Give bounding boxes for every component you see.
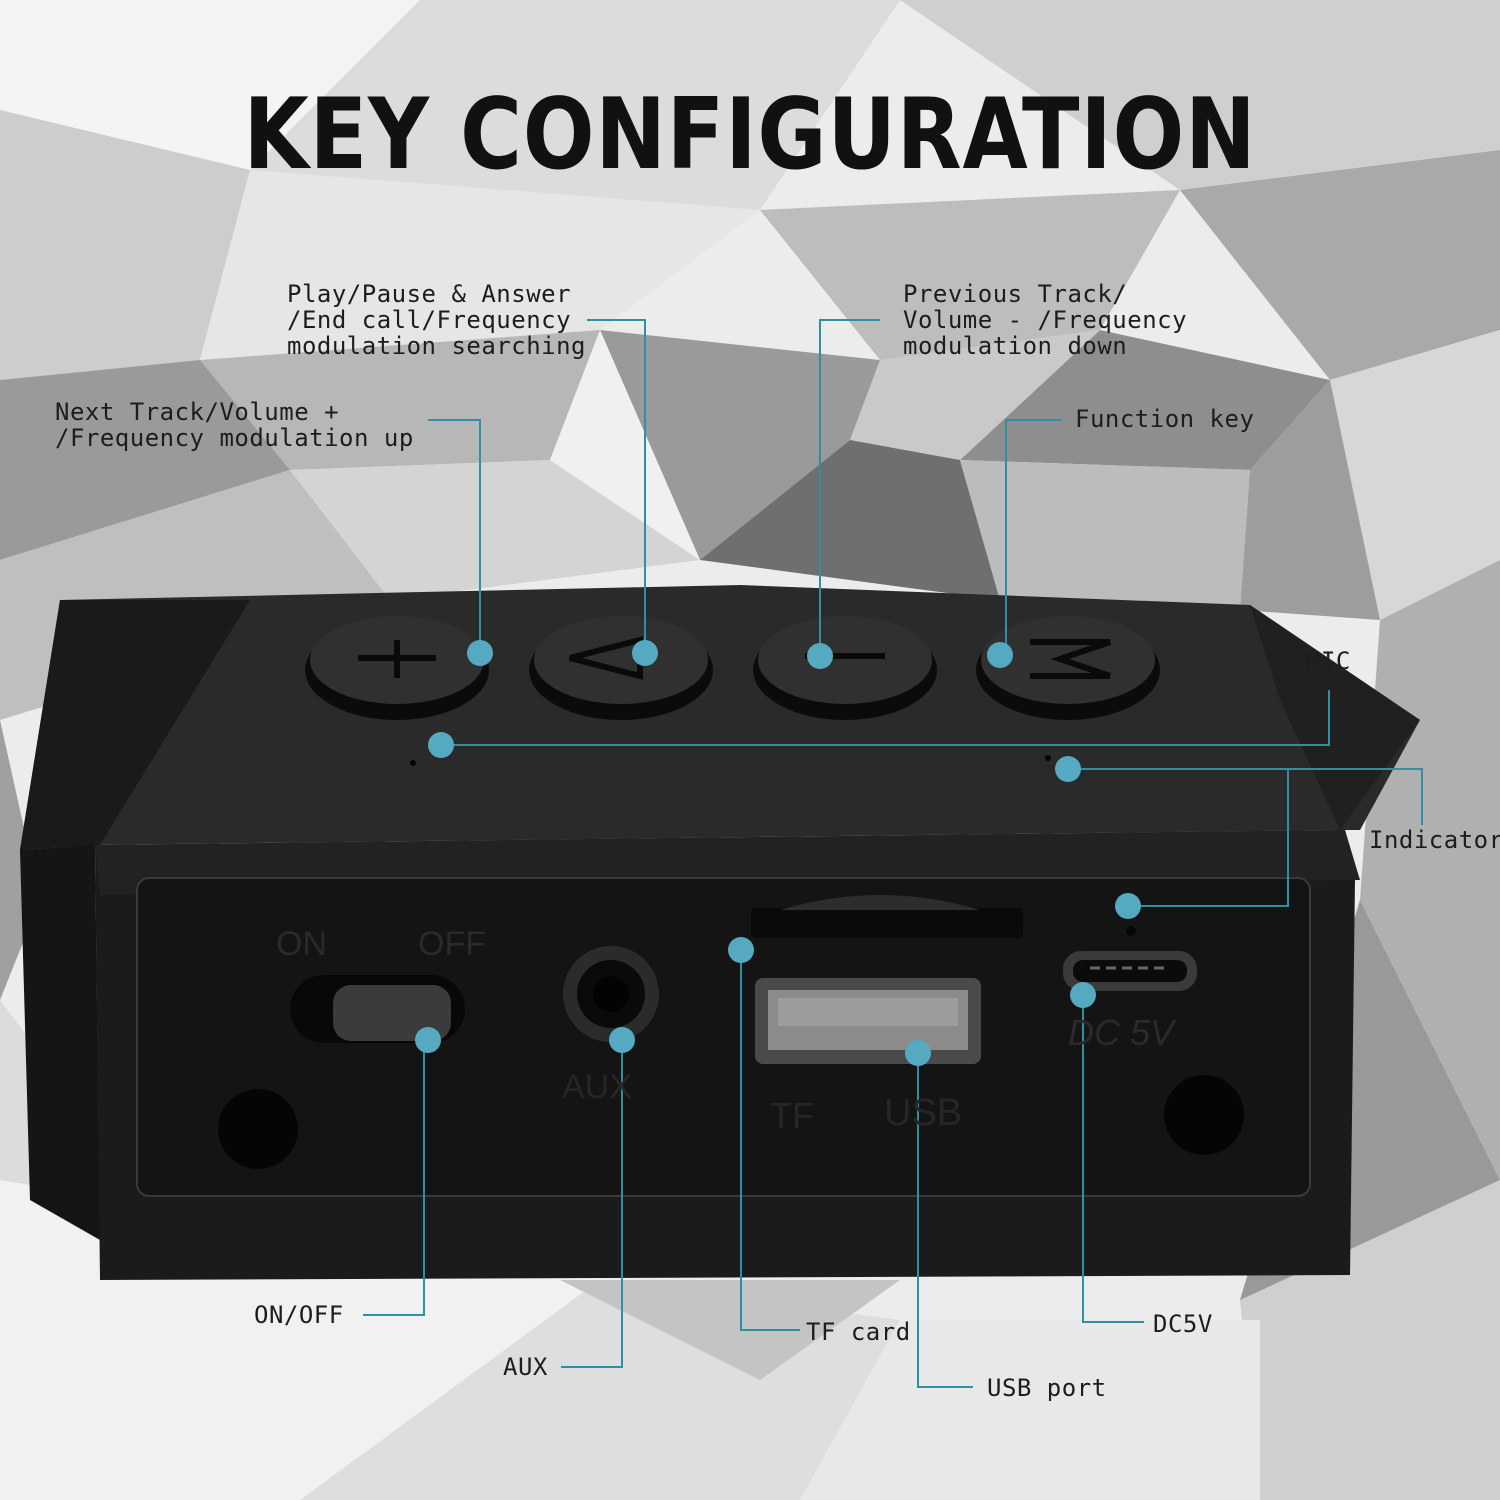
- page-title: KEY CONFIGURATION: [243, 78, 1257, 192]
- previous-track-leader: [819, 319, 880, 656]
- print-on: ON: [276, 925, 327, 963]
- label-next-track-line2: /Frequency modulation up: [55, 424, 414, 452]
- label-tf-card: TF card: [806, 1318, 911, 1346]
- label-play-pause-line1: Play/Pause & Answer: [287, 280, 572, 308]
- label-next-track-line1: Next Track/Volume +: [55, 398, 340, 426]
- marker-previous-track: [807, 643, 833, 669]
- label-play-pause-line2: /End call/Frequency: [287, 306, 572, 334]
- label-previous-track-line3: modulation down: [903, 332, 1128, 360]
- print-usb: USB: [884, 1092, 963, 1134]
- print-off: OFF: [418, 925, 486, 963]
- label-next-track: Next Track/Volume + /Frequency modulatio…: [55, 399, 414, 451]
- marker-play-pause: [632, 640, 658, 666]
- dc5v-leader: [1082, 995, 1144, 1323]
- marker-tf-card: [728, 937, 754, 963]
- label-function-key: Function key: [1075, 405, 1255, 433]
- label-previous-track: Previous Track/ Volume - /Frequency modu…: [903, 281, 1187, 359]
- aux-leader: [561, 1040, 623, 1368]
- marker-on-off: [415, 1027, 441, 1053]
- next-track-leader: [428, 419, 481, 653]
- label-usb-port: USB port: [987, 1374, 1107, 1402]
- marker-function-key: [987, 642, 1013, 668]
- usb-port-leader: [917, 1053, 973, 1388]
- label-dc5v: DC5V: [1153, 1310, 1213, 1338]
- m-icon: [1030, 639, 1111, 679]
- label-indicator: Indicator: [1369, 826, 1500, 854]
- indicator-leader-a: [1068, 768, 1423, 825]
- label-previous-track-line2: Volume - /Frequency: [903, 306, 1188, 334]
- print-dc5v: DC 5V: [1068, 1012, 1175, 1053]
- label-mic: MIC: [1306, 647, 1351, 675]
- play-pause-button: [529, 616, 713, 720]
- marker-dc5v: [1070, 982, 1096, 1008]
- mic-leader: [441, 690, 1330, 746]
- label-aux: AUX: [503, 1353, 548, 1381]
- marker-usb-port: [905, 1040, 931, 1066]
- tf-card-leader: [740, 950, 800, 1331]
- marker-indicator: [1115, 893, 1141, 919]
- label-on-off: ON/OFF: [254, 1301, 344, 1329]
- marker-mic-right: [1055, 756, 1081, 782]
- on-off-leader: [363, 1039, 428, 1316]
- next-track-button: [305, 616, 489, 720]
- plus-icon: [358, 640, 436, 678]
- function-key-button: [976, 616, 1160, 720]
- function-key-leader: [1005, 419, 1062, 655]
- previous-track-button: [753, 616, 937, 720]
- marker-aux: [609, 1027, 635, 1053]
- print-aux: AUX: [562, 1068, 632, 1106]
- label-play-pause-line3: modulation searching: [287, 332, 586, 360]
- label-play-pause: Play/Pause & Answer /End call/Frequency …: [287, 281, 586, 359]
- indicator-leader-b: [1128, 769, 1289, 907]
- label-previous-track-line1: Previous Track/: [903, 280, 1128, 308]
- print-tf: TF: [770, 1095, 814, 1136]
- marker-mic-left: [428, 732, 454, 758]
- play-pause-leader: [587, 319, 646, 653]
- marker-next-track: [467, 640, 493, 666]
